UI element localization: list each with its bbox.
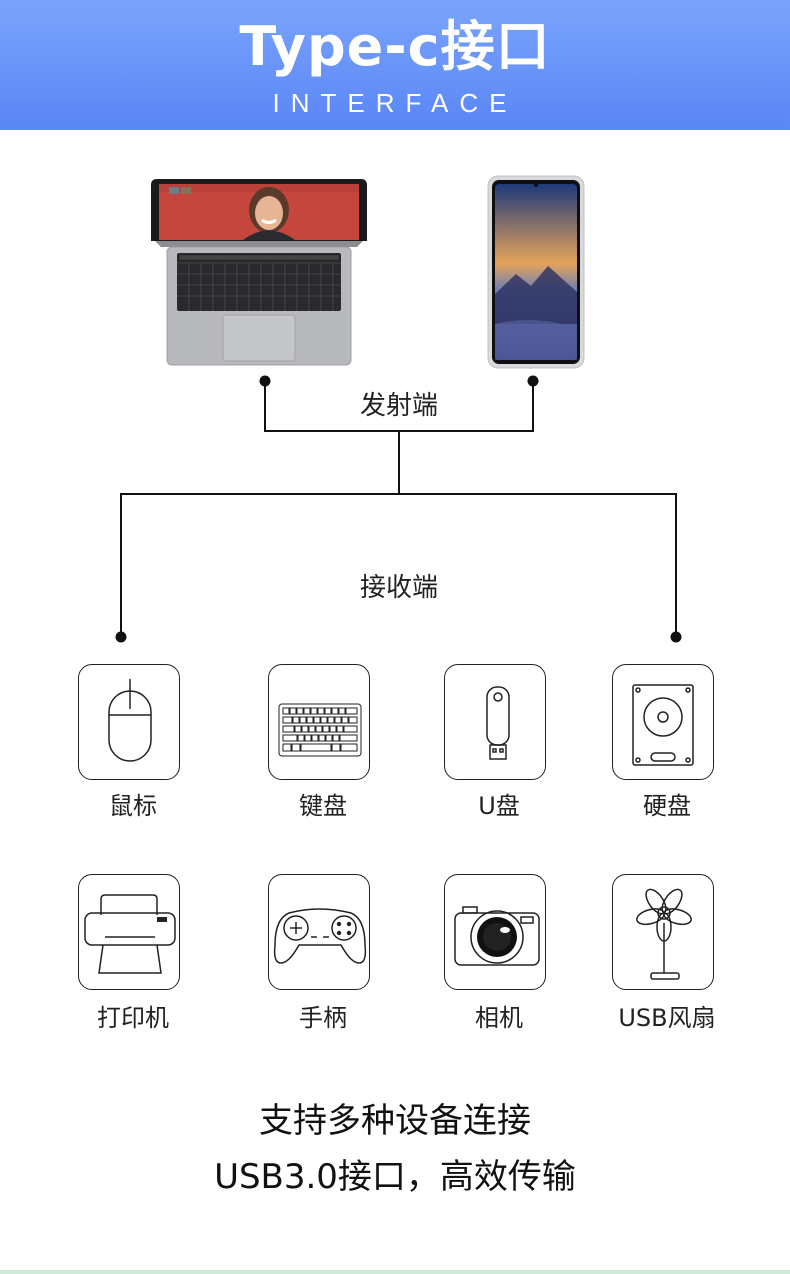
device-label-usb-drive: U盘: [478, 792, 520, 820]
connection-diagram: [115, 375, 682, 643]
gamepad-tile: [268, 874, 370, 990]
hard-drive-tile: [612, 664, 714, 780]
laptop-icon: [151, 179, 367, 366]
printer-icon: [84, 894, 176, 974]
footer-line-2: USB3.0接口，高效传输: [214, 1157, 576, 1197]
fan-icon: [636, 888, 692, 980]
device-label-mouse: 鼠标: [109, 792, 157, 820]
fan-tile: [612, 874, 714, 990]
device-label-gamepad: 手柄: [299, 1004, 347, 1032]
page-subtitle: INTERFACE: [272, 88, 518, 118]
usb-drive-tile: [444, 664, 546, 780]
keyboard-tile: [268, 664, 370, 780]
device-label-hard-drive: 硬盘: [643, 792, 691, 820]
receive-label: 接收端: [359, 573, 438, 603]
footer-line-1: 支持多种设备连接: [259, 1101, 531, 1141]
gamepad-icon: [273, 908, 367, 964]
mouse-icon: [108, 679, 152, 762]
header-banner: Type-c接口 INTERFACE: [0, 0, 790, 130]
camera-icon: [454, 906, 540, 966]
device-label-keyboard: 键盘: [299, 792, 347, 820]
smartphone-icon: [487, 175, 585, 369]
keyboard-icon: [278, 703, 362, 757]
usb-drive-icon: [486, 686, 510, 760]
hard-drive-icon: [632, 684, 694, 766]
device-label-printer: 打印机: [97, 1004, 169, 1032]
transmit-label: 发射端: [359, 391, 438, 421]
mouse-tile: [78, 664, 180, 780]
device-label-fan: USB风扇: [618, 1004, 716, 1032]
camera-tile: [444, 874, 546, 990]
printer-tile: [78, 874, 180, 990]
bottom-divider: [0, 1270, 790, 1274]
page-title: Type-c接口: [239, 15, 551, 78]
device-label-camera: 相机: [475, 1004, 523, 1032]
